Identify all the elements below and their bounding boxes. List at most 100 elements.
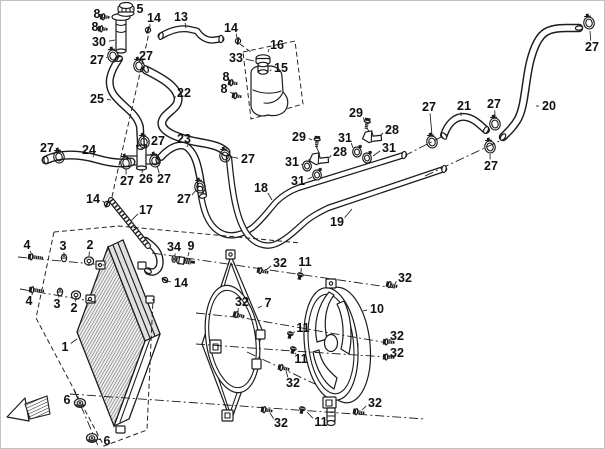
leader-line [285,370,289,378]
tube-open-end [440,132,448,140]
callout-27: 27 [484,153,498,173]
part-number-32: 32 [273,256,287,270]
leader-line [265,265,272,271]
part-number-11: 11 [296,321,309,335]
tube-open-end [401,150,407,160]
part-number-17: 17 [139,203,153,217]
filler-neck-assembly [111,1,135,54]
part-number-27: 27 [120,174,134,188]
leader-line [70,338,78,344]
part-number-19: 19 [330,215,344,229]
callout-11: 11 [298,255,312,273]
reservoir-tank [242,40,304,120]
callout-32: 32 [265,256,287,271]
fan-shroud [201,249,266,422]
leader-line [235,33,238,39]
part-number-29: 29 [349,106,363,120]
bolt-29 [313,135,321,148]
leader-line [167,280,172,283]
callout-26: 26 [139,168,153,186]
leader-line [306,411,314,419]
callout-27: 27 [487,97,501,118]
part-number-27: 27 [422,100,436,114]
tank-neck-ring-15 [257,69,269,75]
clip-leader-dash [239,43,253,54]
callout-14: 14 [86,192,106,206]
hose-clamp-27 [489,114,501,131]
leader-line [372,150,381,157]
callout-20: 20 [536,99,556,113]
leader-line [361,405,367,411]
part-number-32: 32 [390,346,404,360]
callout-27: 27 [177,189,197,206]
axis-line [315,145,322,158]
part-number-32: 32 [368,396,382,410]
leader-line [106,99,112,101]
callout-23: 23 [177,132,191,148]
leader-line [92,155,95,158]
leader-line [108,39,116,42]
nut-2 [83,256,95,266]
hose-clamp-27 [484,137,496,154]
leader-line [186,144,188,148]
callout-9: 9 [188,239,195,257]
callout-32: 32 [285,370,300,390]
callout-29: 29 [349,106,365,121]
pipe-clamp-31 [312,167,322,181]
nut-6 [73,397,87,409]
leader-line [229,91,236,96]
hose-clamp-27 [194,177,206,194]
leader-line [362,309,368,312]
part-number-26: 26 [139,172,153,186]
part-number-31: 31 [382,141,396,155]
callout-34: 34 [167,240,181,256]
bolt-32 [382,338,395,346]
fan-mount-stem [326,407,336,422]
tube-open-end [43,155,49,165]
leader-line [379,132,384,137]
part-number-5: 5 [137,2,144,16]
group-box-top [53,225,302,244]
axis-line [403,133,448,157]
hose-21 [444,117,486,135]
filler-neck-30 [115,16,127,52]
leader-line [269,412,274,419]
part-number-30: 30 [92,35,106,49]
part-number-11: 11 [314,415,327,429]
callout-3: 3 [54,295,61,311]
part-number-32: 32 [235,295,249,309]
callout-2: 2 [87,238,94,257]
hose-clamp-27 [583,13,595,30]
pipe-bracket-28 [361,130,383,144]
fan-hub [323,333,339,353]
callout-8: 8 [221,82,236,96]
tube-open-end [441,164,447,174]
callout-31: 31 [338,131,354,149]
leader-line [102,16,105,19]
clip-14 [234,37,242,45]
part-number-27: 27 [40,141,54,155]
callout-27: 27 [422,100,436,136]
bolt-4 [27,253,44,261]
callout-25: 25 [90,92,112,106]
callout-16: 16 [267,38,284,53]
hose-clamp-27 [426,132,438,149]
leader-line [267,48,270,53]
hose-13 [161,29,221,40]
leader-line [328,154,332,159]
part-number-11: 11 [298,255,311,269]
leader-line [96,438,101,441]
leader-line [350,142,354,149]
callout-24: 24 [82,143,96,158]
hose-20 [503,28,579,137]
bolt-32 [260,406,273,414]
radiator-group-box [35,231,154,447]
part-number-22: 22 [177,86,191,100]
callout-31: 31 [291,174,313,188]
leader-line [257,305,262,309]
bolt-29 [363,117,371,130]
tube-open-end [144,267,152,275]
